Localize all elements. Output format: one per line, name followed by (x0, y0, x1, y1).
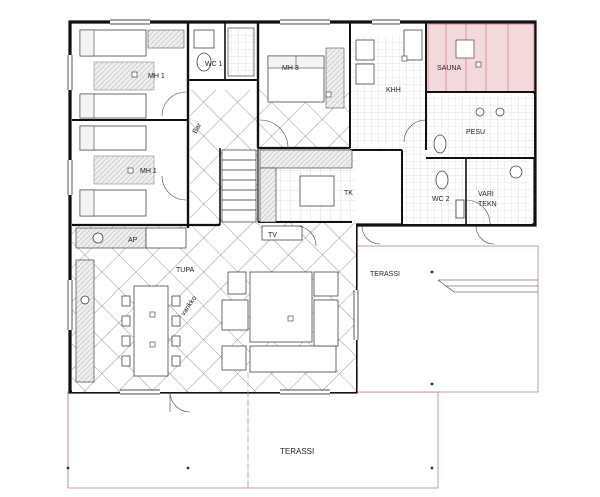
bed-mh1-a (79, 29, 147, 57)
rug-mh1-b (93, 155, 155, 185)
room-label-mh1-bottom: MH 1 (140, 168, 157, 175)
wc1-shower (227, 27, 255, 77)
bed-mh1-b (79, 93, 147, 119)
terrace-east (351, 245, 539, 393)
label-bar: Bar (192, 121, 204, 135)
door-arc-tekn (465, 199, 491, 225)
armchair-sw (221, 345, 247, 371)
room-label-wc2: WC 2 (432, 196, 450, 203)
fixture-markers (127, 55, 482, 348)
wc-tekn-floor (402, 150, 532, 224)
pesu-toilet (433, 134, 447, 154)
door-arc-terrace-2 (475, 225, 495, 245)
door-arc-mh1-b (161, 175, 187, 201)
bed-mh1-c (79, 125, 147, 151)
sofa-south (249, 345, 337, 373)
room-label-mh1-top: MH 1 (148, 73, 165, 80)
room-label-tupa: TUPA (176, 267, 194, 274)
sofa-east (313, 299, 339, 347)
room-label-sauna: SAUNA (437, 65, 461, 72)
living-set (221, 271, 339, 373)
dining-table (133, 285, 169, 377)
room-label-vari: VARI (478, 191, 494, 198)
coffee-table (249, 271, 313, 343)
door-arc-khh (403, 119, 427, 143)
room-label-mh3: MH 3 (282, 65, 299, 72)
door-arc-terrace-1 (361, 225, 381, 245)
room-label-terassi-south: TERASSI (280, 447, 314, 456)
kitchen-upper-counter (259, 149, 353, 169)
khh-dryer (355, 63, 375, 85)
shower-head-1 (475, 107, 485, 117)
side-table-e (313, 271, 339, 297)
khh-sink (403, 29, 423, 61)
wc2-sink (455, 199, 465, 219)
tupa-counter (75, 259, 95, 383)
terrace-south (66, 391, 439, 489)
wardrobe-mh1 (147, 29, 185, 49)
room-label-pesu: PESU (466, 129, 485, 136)
dining-set (121, 285, 181, 377)
door-arc-mh3 (259, 119, 289, 149)
room-label-tekn: TEKN (478, 201, 497, 208)
room-label-khh: KHH (386, 87, 401, 94)
stairs (221, 149, 257, 223)
boiler (509, 165, 523, 179)
windows (68, 20, 400, 394)
rug-mh1 (93, 61, 155, 91)
tupa-stove (80, 295, 90, 305)
interior-walls (72, 22, 535, 228)
door-arc-mh1 (161, 91, 187, 117)
sauna-bench-area (427, 23, 535, 93)
armchair-west (221, 299, 249, 331)
kitchen-side-counter (259, 167, 277, 223)
entry-sink (92, 232, 104, 244)
wc1-toilet (196, 52, 212, 72)
label-ap: AP (128, 237, 138, 244)
sauna-stove (455, 39, 475, 59)
wc2-toilet (435, 170, 449, 190)
ap-counter (145, 227, 187, 249)
room-label-tk: TK (344, 190, 353, 197)
tv-unit (261, 225, 303, 241)
wc1-sink (193, 29, 215, 49)
door-arc-kitchen (295, 225, 317, 247)
khh-washer (355, 39, 375, 61)
terrace-steps (437, 279, 538, 293)
shower-head-2 (495, 107, 505, 117)
room-label-terassi-east: TERASSI (370, 271, 400, 278)
bed-mh3 (267, 55, 325, 103)
room-label-wc1: WC 1 (205, 61, 223, 68)
side-table (227, 271, 247, 295)
label-tv: TV (268, 232, 277, 239)
bed-mh1-d (79, 189, 147, 217)
kitchen-island (299, 175, 335, 207)
wardrobe-mh3 (325, 47, 345, 109)
